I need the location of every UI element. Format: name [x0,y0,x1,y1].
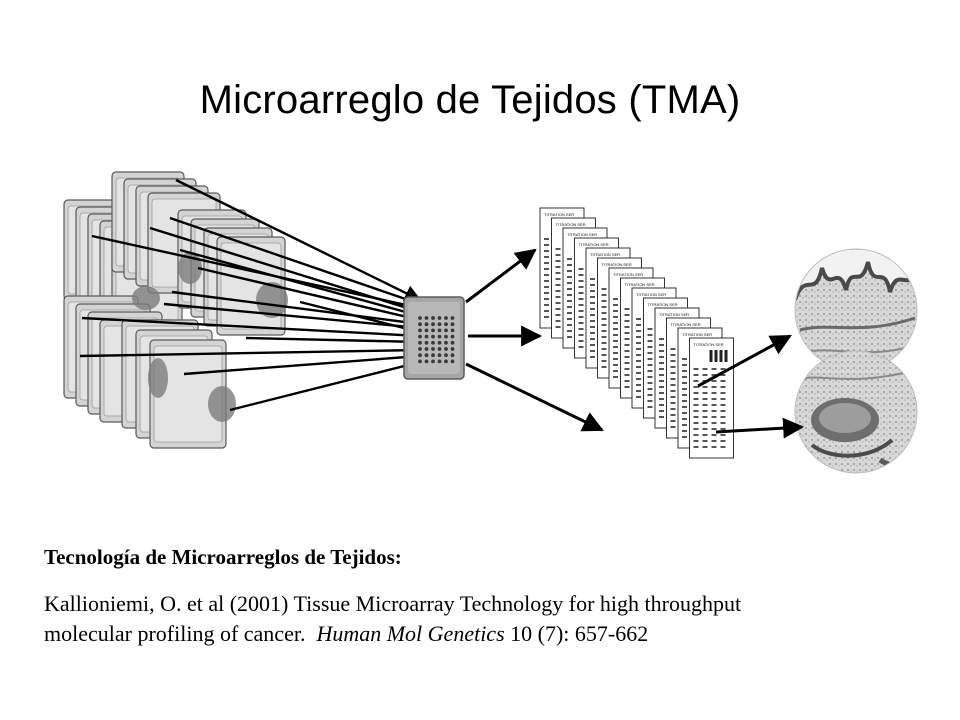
sheet-header: TITRATION SER [579,242,609,247]
tma-core [418,353,422,358]
donor-blocks [63,171,288,449]
tma-core [450,328,455,333]
arrow [169,216,422,308]
tma-core [431,316,435,320]
citation-line-2-prefix: molecular profiling of cancer. [44,621,317,646]
tma-core [424,328,429,333]
tma-core [450,359,455,364]
sheet-header: TITRATION SER [671,322,701,327]
tma-core [424,316,429,320]
tma-core [450,322,455,327]
sheet-header: TITRATION SER [556,222,586,227]
tissue-sample [256,282,288,318]
arrow [197,266,422,325]
citation-journal: Human Mol Genetics [316,621,505,646]
tma-core [437,353,442,358]
tma-core [418,347,422,351]
arrow [183,348,422,376]
tma-core [431,353,435,358]
sheet-header: TITRATION SER [682,332,712,337]
tma-core [444,334,448,339]
result-sheet: TITRATION SER [689,337,734,459]
tma-core [450,340,455,345]
arrow [171,290,422,331]
tma-core [418,334,422,339]
tma-core [437,359,442,364]
arrow [81,316,422,344]
tma-core-grid [418,316,455,364]
tma-core [418,322,422,327]
tma-core [418,328,422,333]
tma-core [418,359,422,364]
sheet-header: TITRATION SER [659,312,689,317]
tma-core [437,340,442,345]
array-to-sheets-arrows [465,248,604,432]
sheet-header: TITRATION SER [613,272,643,277]
arrow [163,302,422,335]
tma-core [418,316,422,320]
tma-core [444,328,448,333]
donor-to-array-arrows [79,178,422,412]
tma-core [431,328,435,333]
tma-core [437,334,442,339]
sheets-to-micrographs-arrows [697,334,805,439]
tma-core [437,322,442,327]
sheet-header: TITRATION SER [590,252,620,257]
tma-core [431,322,435,327]
sheet-header: TITRATION SER [567,232,597,237]
arrow [179,248,422,321]
micrograph-top [794,248,918,372]
arrow [245,333,422,351]
sheet-header: TITRATION SER [544,212,574,217]
tissue-sample [148,358,168,398]
sheet-header: TITRATION SER [648,302,678,307]
tma-core [424,340,429,345]
tma-core [431,334,435,339]
sheet-header: TITRATION SER [636,292,666,297]
tma-core [437,328,442,333]
tma-core [431,359,435,364]
tma-core [424,322,429,327]
tma-core [431,347,435,351]
sheet-header: TITRATION SER [625,282,655,287]
tma-core [450,316,455,320]
tma-recipient-block [403,296,465,380]
tma-core [424,334,429,339]
tma-core [437,347,442,351]
arrow [79,341,422,359]
tma-core [424,347,429,351]
tma-core [450,347,455,351]
citation-line-2: molecular profiling of cancer. Human Mol… [44,619,924,649]
arrow [175,178,422,302]
tma-core [444,347,448,351]
sheet-header: TITRATION SER [694,342,724,347]
tma-core [418,340,422,345]
result-sheets: TITRATION SER TITRATION SER TITRATION SER T… [539,207,734,459]
micrograph-bottom [794,350,918,474]
tma-core [444,322,448,327]
arrow [149,226,422,316]
reference-citation: Kallioniemi, O. et al (2001) Tissue Micr… [44,589,924,649]
tma-core [437,316,442,320]
tissue-sample [132,286,160,310]
citation-line-1: Kallioniemi, O. et al (2001) Tissue Micr… [44,591,742,616]
slide-title: Microarreglo de Tejidos (TMA) [199,78,741,122]
tma-core [444,359,448,364]
tma-core [450,334,455,339]
sheet-header: TITRATION SER [602,262,632,267]
tma-core [424,359,429,364]
reference-heading: Tecnología de Microarreglos de Tejidos: [44,545,402,569]
tma-core [424,353,429,358]
citation-line-2-suffix: 10 (7): 657-662 [504,621,649,646]
tma-core [431,340,435,345]
tma-core [450,353,455,358]
arrow [299,300,422,337]
tma-core [444,353,448,358]
tissue-sample [208,386,236,422]
arrow [229,357,422,412]
tma-core [444,316,448,320]
tma-core [444,340,448,345]
